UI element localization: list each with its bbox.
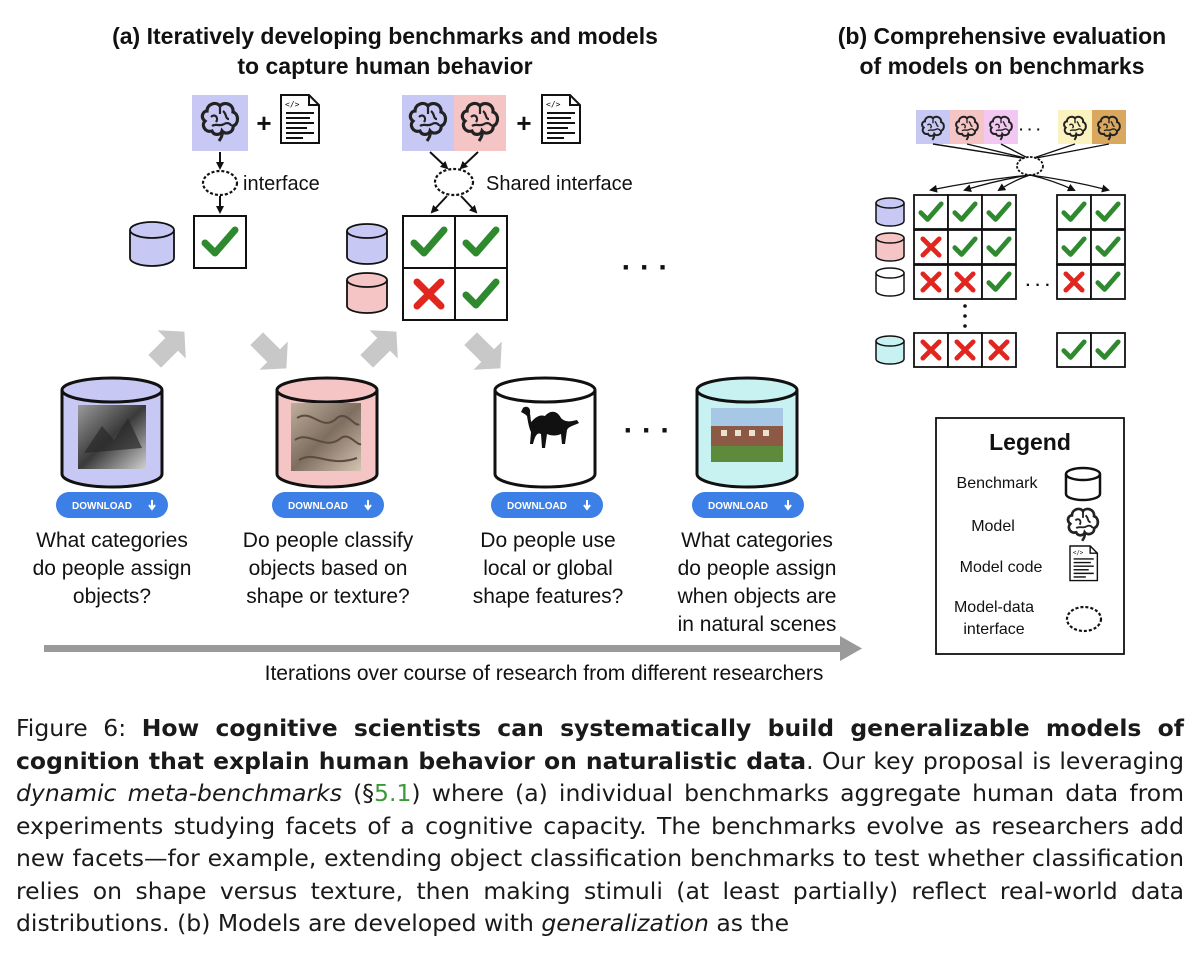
legend-title: Legend — [989, 429, 1071, 455]
progression-arrows — [148, 330, 502, 370]
panel-b-title-line1: (b) Comprehensive evaluation — [838, 23, 1166, 49]
svg-text:DOWNLOAD: DOWNLOAD — [288, 501, 348, 512]
panel-a-title-line1: (a) Iteratively developing benchmarks an… — [112, 23, 658, 49]
caption-emphasis: generalization — [541, 909, 709, 937]
model-code-icon — [1069, 545, 1099, 582]
benchmark-3-cylinder — [493, 376, 597, 489]
caption-text: ) where (a) individual benchmarks aggreg… — [16, 779, 1185, 937]
benchmark-3-question: shape features? — [473, 585, 624, 608]
benchmark-cylinder-small-2 — [346, 272, 388, 314]
download-arrow-icon — [148, 500, 156, 511]
download-button-2[interactable]: DOWNLOAD — [272, 492, 384, 518]
columns-ellipsis: · · · — [1026, 277, 1051, 294]
download-button-4[interactable]: DOWNLOAD — [692, 492, 804, 518]
caption-text: (§ — [341, 779, 375, 807]
interface-label: interface — [243, 173, 320, 195]
panel-b-title-line2: of models on benchmarks — [859, 53, 1144, 79]
caption-text: . Our key proposal is leveraging — [806, 746, 1184, 775]
caption-text: as the — [708, 909, 790, 937]
legend-model-label: Model — [971, 518, 1015, 535]
benchmark-cylinder-small-1 — [346, 223, 388, 265]
benchmark-row-cylinder — [875, 197, 905, 227]
benchmark-4-question: do people assign — [678, 557, 837, 580]
plus-sign: + — [516, 108, 531, 138]
download-button-1[interactable]: DOWNLOAD — [56, 492, 168, 518]
ellipsis-bottom: · · · — [624, 414, 671, 447]
svg-text:DOWNLOAD: DOWNLOAD — [708, 501, 768, 512]
legend-box: Legend Benchmark Model Model code Model-… — [935, 417, 1125, 655]
benchmark-4-cylinder — [695, 376, 799, 489]
panel-a-title-line2: to capture human behavior — [237, 53, 532, 79]
figure-6-diagram: </> (a) Iteratively developing benchmark… — [33, 23, 1167, 685]
benchmark-row-cylinder — [875, 232, 905, 262]
figure-caption: Figure 6: How cognitive scientists can s… — [16, 712, 1184, 940]
figure-label: Figure 6: — [16, 714, 127, 742]
legend-interface-label: Model-data — [954, 599, 1034, 616]
benchmark-3-question: Do people use — [480, 529, 615, 552]
shared-interface-icon — [433, 167, 475, 197]
legend-benchmark-label: Benchmark — [957, 475, 1039, 492]
benchmark-1-question: What categories — [36, 529, 188, 552]
caption-bold-title: How cognitive scientists can systematica… — [16, 714, 1184, 775]
model-code-icon — [280, 94, 320, 144]
interface-icon — [1065, 605, 1103, 633]
benchmark-2-question: objects based on — [249, 557, 408, 580]
benchmark-cylinder-small-1 — [129, 221, 175, 267]
caption-emphasis: dynamic meta-benchmarks — [16, 779, 342, 807]
benchmark-icon — [1064, 466, 1102, 502]
timeline-arrow — [44, 636, 862, 661]
evaluation-matrix: · · · · · · — [875, 110, 1126, 368]
ellipsis-top: · · · — [622, 251, 669, 284]
benchmark-2-cylinder — [275, 376, 379, 489]
model-1-tile — [192, 95, 248, 151]
benchmark-row-cylinder — [875, 267, 905, 297]
benchmark-1-cylinder — [60, 376, 164, 489]
section-reference-link[interactable]: 5.1 — [374, 779, 412, 807]
download-arrow-icon — [583, 500, 591, 511]
svg-text:DOWNLOAD: DOWNLOAD — [72, 501, 132, 512]
benchmark-1-question: do people assign — [33, 557, 192, 580]
legend-interface-label: interface — [963, 621, 1024, 638]
benchmark-4-question: when objects are — [677, 585, 837, 608]
interface-icon — [201, 169, 239, 197]
interface-icon — [1016, 156, 1044, 176]
benchmark-4-question: in natural scenes — [678, 613, 837, 636]
benchmark-1-question: objects? — [73, 585, 151, 608]
legend-model-code-label: Model code — [960, 559, 1043, 576]
models-ellipsis: · · · — [1019, 121, 1041, 137]
benchmark-3-question: local or global — [483, 557, 613, 580]
camel-silhouette-icon — [521, 406, 579, 448]
benchmark-2-question: shape or texture? — [246, 585, 409, 608]
plus-sign: + — [256, 108, 271, 138]
benchmark-row-cylinder — [875, 335, 905, 365]
model-code-icon — [541, 94, 581, 144]
benchmark-2-question: Do people classify — [243, 529, 414, 552]
svg-text:DOWNLOAD: DOWNLOAD — [507, 501, 567, 512]
timeline-label: Iterations over course of research from … — [265, 662, 824, 685]
download-arrow-icon — [364, 500, 372, 511]
benchmark-4-question: What categories — [681, 529, 833, 552]
download-arrow-icon — [784, 500, 792, 511]
shared-interface-label: Shared interface — [486, 173, 633, 195]
download-button-3[interactable]: DOWNLOAD — [491, 492, 603, 518]
